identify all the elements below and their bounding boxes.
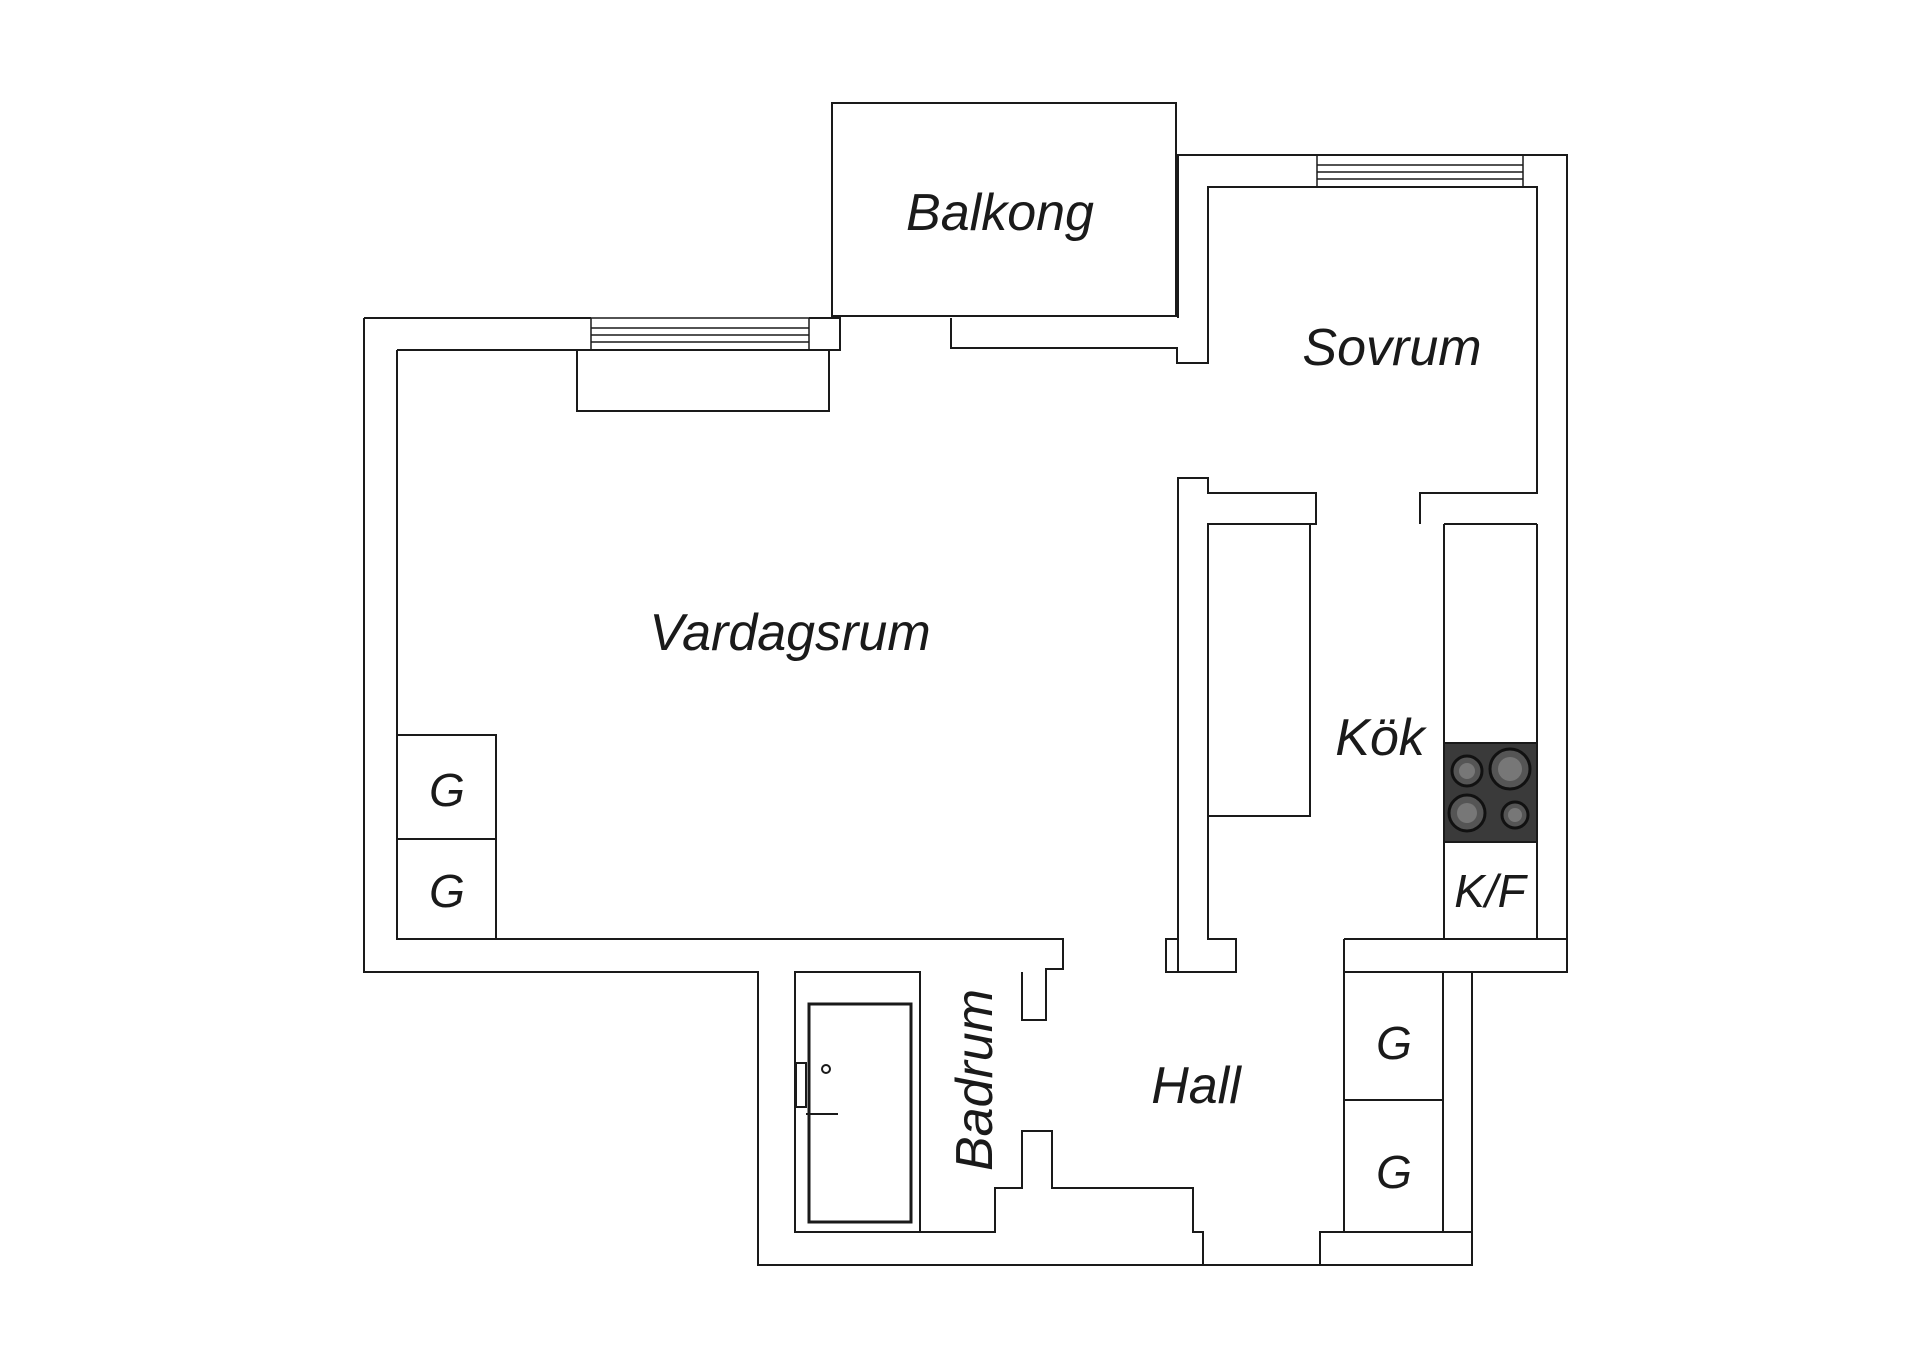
bedroom-window xyxy=(1316,154,1524,188)
kitchen-counter xyxy=(1207,523,1311,817)
hall-closets xyxy=(1343,971,1444,1233)
kitchen-label: Kök xyxy=(1335,709,1428,767)
bedroom-label: Sovrum xyxy=(1302,319,1481,377)
bathroom xyxy=(794,971,921,1233)
balcony-outline xyxy=(831,102,1177,317)
stove-icon xyxy=(1443,742,1538,843)
closet-label: G xyxy=(429,764,465,816)
fridge-freezer-label: K/F xyxy=(1454,865,1528,917)
bathroom-label: Badrum xyxy=(946,989,1004,1171)
hall-label: Hall xyxy=(1151,1057,1242,1115)
closet-label: G xyxy=(429,865,465,917)
closet-label: G xyxy=(1376,1017,1412,1069)
bathtub-icon xyxy=(795,1002,913,1224)
living-closets xyxy=(396,734,497,940)
balcony-label: Balkong xyxy=(906,184,1094,242)
living-room-label: Vardagsrum xyxy=(649,604,930,662)
outer-walls xyxy=(363,102,1568,1266)
living-room-window xyxy=(590,317,810,351)
closet-label: G xyxy=(1376,1146,1412,1198)
radiator xyxy=(576,349,830,412)
